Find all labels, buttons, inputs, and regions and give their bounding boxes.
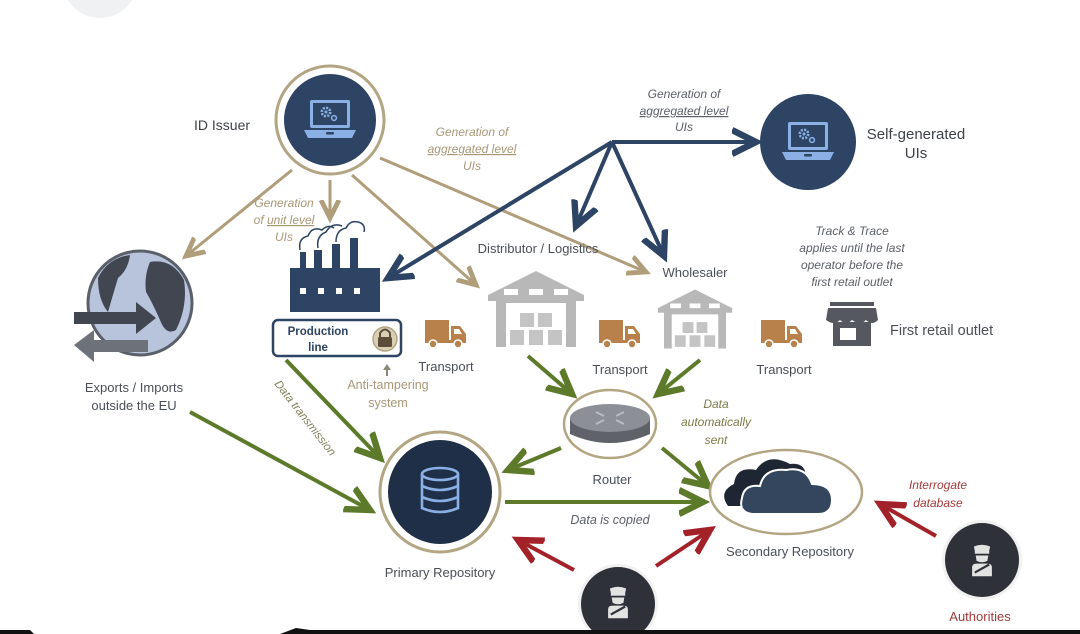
svg-text:Generation: Generation xyxy=(254,196,314,210)
arrow-issuer-to-distributor xyxy=(351,173,476,285)
annotation-data-auto: Data automatically sent xyxy=(681,397,752,447)
truck-icon xyxy=(598,319,641,349)
green-connectors xyxy=(189,354,708,510)
red-connectors xyxy=(518,504,937,572)
svg-text:sent: sent xyxy=(705,433,728,447)
svg-text:Data: Data xyxy=(703,397,729,411)
laptop-gear-icon xyxy=(780,120,836,162)
authorities-label: Authorities xyxy=(949,609,1011,624)
svg-text:Interrogate: Interrogate xyxy=(909,478,967,492)
arrow-distributor-to-router xyxy=(526,354,572,394)
id-issuer-label: ID Issuer xyxy=(194,117,250,133)
svg-text:first retail outlet: first retail outlet xyxy=(811,275,893,289)
svg-text:Generation of: Generation of xyxy=(648,87,722,101)
globe-arrows-icon xyxy=(74,249,194,362)
distributor-label: Distributor / Logistics xyxy=(478,241,599,256)
annotation-track-trace: Track & Trace applies until the last ope… xyxy=(799,224,905,289)
self-generated-label-2: UIs xyxy=(905,145,928,162)
arrow-issuer-to-exports xyxy=(186,168,293,256)
svg-text:UIs: UIs xyxy=(463,159,481,173)
navy-connectors xyxy=(388,142,756,278)
arrow-authority-to-secondary xyxy=(654,530,710,568)
router-icon xyxy=(570,404,650,443)
anti-tampering-label-1: Anti-tampering xyxy=(347,378,428,392)
exports-label-2: outside the EU xyxy=(91,398,176,413)
svg-text:applies until the last: applies until the last xyxy=(799,241,905,255)
factory-icon xyxy=(290,220,380,312)
authorities-node[interactable] xyxy=(942,520,1022,600)
exports-label-1: Exports / Imports xyxy=(85,380,184,395)
production-line-label-2: line xyxy=(308,342,328,354)
laptop-gear-icon xyxy=(302,98,358,140)
truck-icon xyxy=(424,319,467,349)
production-line-box[interactable]: Production line xyxy=(271,318,403,358)
bottom-edge-bar xyxy=(280,628,1080,634)
id-issuer-node[interactable] xyxy=(274,64,386,176)
arrow-authorities-to-secondary xyxy=(880,504,937,538)
self-generated-label-1: Self-generated xyxy=(867,126,965,143)
authority-bottom-node[interactable] xyxy=(578,564,658,634)
arrow-up-icon xyxy=(383,364,391,376)
database-icon xyxy=(420,466,460,514)
self-generated-node[interactable] xyxy=(760,94,856,190)
svg-text:UIs: UIs xyxy=(675,120,693,134)
annotation-gen-agg-top: Generation of aggregated level UIs xyxy=(640,87,729,134)
svg-text:operator before the: operator before the xyxy=(801,258,903,272)
anti-tampering-label-2: system xyxy=(368,396,408,410)
transport-label-2: Transport xyxy=(592,362,648,377)
primary-repository-label: Primary Repository xyxy=(385,565,496,580)
annotation-gen-agg-left: Generation of aggregated level UIs xyxy=(428,125,517,173)
warehouse-icon[interactable] xyxy=(488,271,584,347)
production-line-label-1: Production xyxy=(288,326,349,338)
arrow-issuer-to-wholesaler xyxy=(379,156,646,272)
annotation-gen-unit: Generation of unit level UIs xyxy=(254,196,315,244)
svg-text:aggregated level: aggregated level xyxy=(428,142,517,156)
svg-text:Track & Trace: Track & Trace xyxy=(815,224,889,238)
bottom-edge-left xyxy=(0,630,34,634)
retail-label: First retail outlet xyxy=(890,323,993,339)
arrow-authority-to-primary xyxy=(518,540,575,572)
svg-text:Generation of: Generation of xyxy=(436,125,510,139)
svg-text:aggregated level: aggregated level xyxy=(640,104,729,118)
svg-text:UIs: UIs xyxy=(275,230,293,244)
arrow-router-to-secondary xyxy=(660,446,708,486)
store-icon[interactable] xyxy=(826,302,878,346)
secondary-repository-label: Secondary Repository xyxy=(726,544,854,559)
arrow-router-to-primary xyxy=(508,446,562,470)
router-node[interactable] xyxy=(562,388,658,460)
data-transmission-label: Data transmission xyxy=(272,378,338,458)
wholesaler-label: Wholesaler xyxy=(662,265,728,280)
secondary-repository-node[interactable] xyxy=(708,448,864,536)
faded-avatar xyxy=(67,0,133,18)
transport-label-3: Transport xyxy=(756,362,812,377)
padlock-icon xyxy=(372,326,398,352)
truck-icon xyxy=(760,319,803,349)
data-copied-label: Data is copied xyxy=(570,513,650,527)
primary-repository-node[interactable] xyxy=(378,430,502,554)
warehouse-icon[interactable] xyxy=(657,289,733,349)
arrow-hub-to-wholesaler xyxy=(610,141,664,256)
svg-text:automatically: automatically xyxy=(681,415,752,429)
arrow-wholesaler-to-router xyxy=(658,358,702,394)
arrow-hub-to-production xyxy=(388,140,614,278)
arrow-hub-to-distributor xyxy=(576,141,614,226)
svg-text:of unit level: of unit level xyxy=(254,213,315,227)
cloud-icon xyxy=(724,459,834,515)
annotation-interrogate: Interrogate database xyxy=(909,478,967,510)
transport-label-1: Transport xyxy=(418,359,474,374)
router-label: Router xyxy=(592,472,632,487)
tan-connectors xyxy=(186,156,646,285)
arrow-exports-to-primary xyxy=(189,410,370,510)
arrow-production-to-primary xyxy=(284,358,380,458)
svg-text:database: database xyxy=(913,496,963,510)
